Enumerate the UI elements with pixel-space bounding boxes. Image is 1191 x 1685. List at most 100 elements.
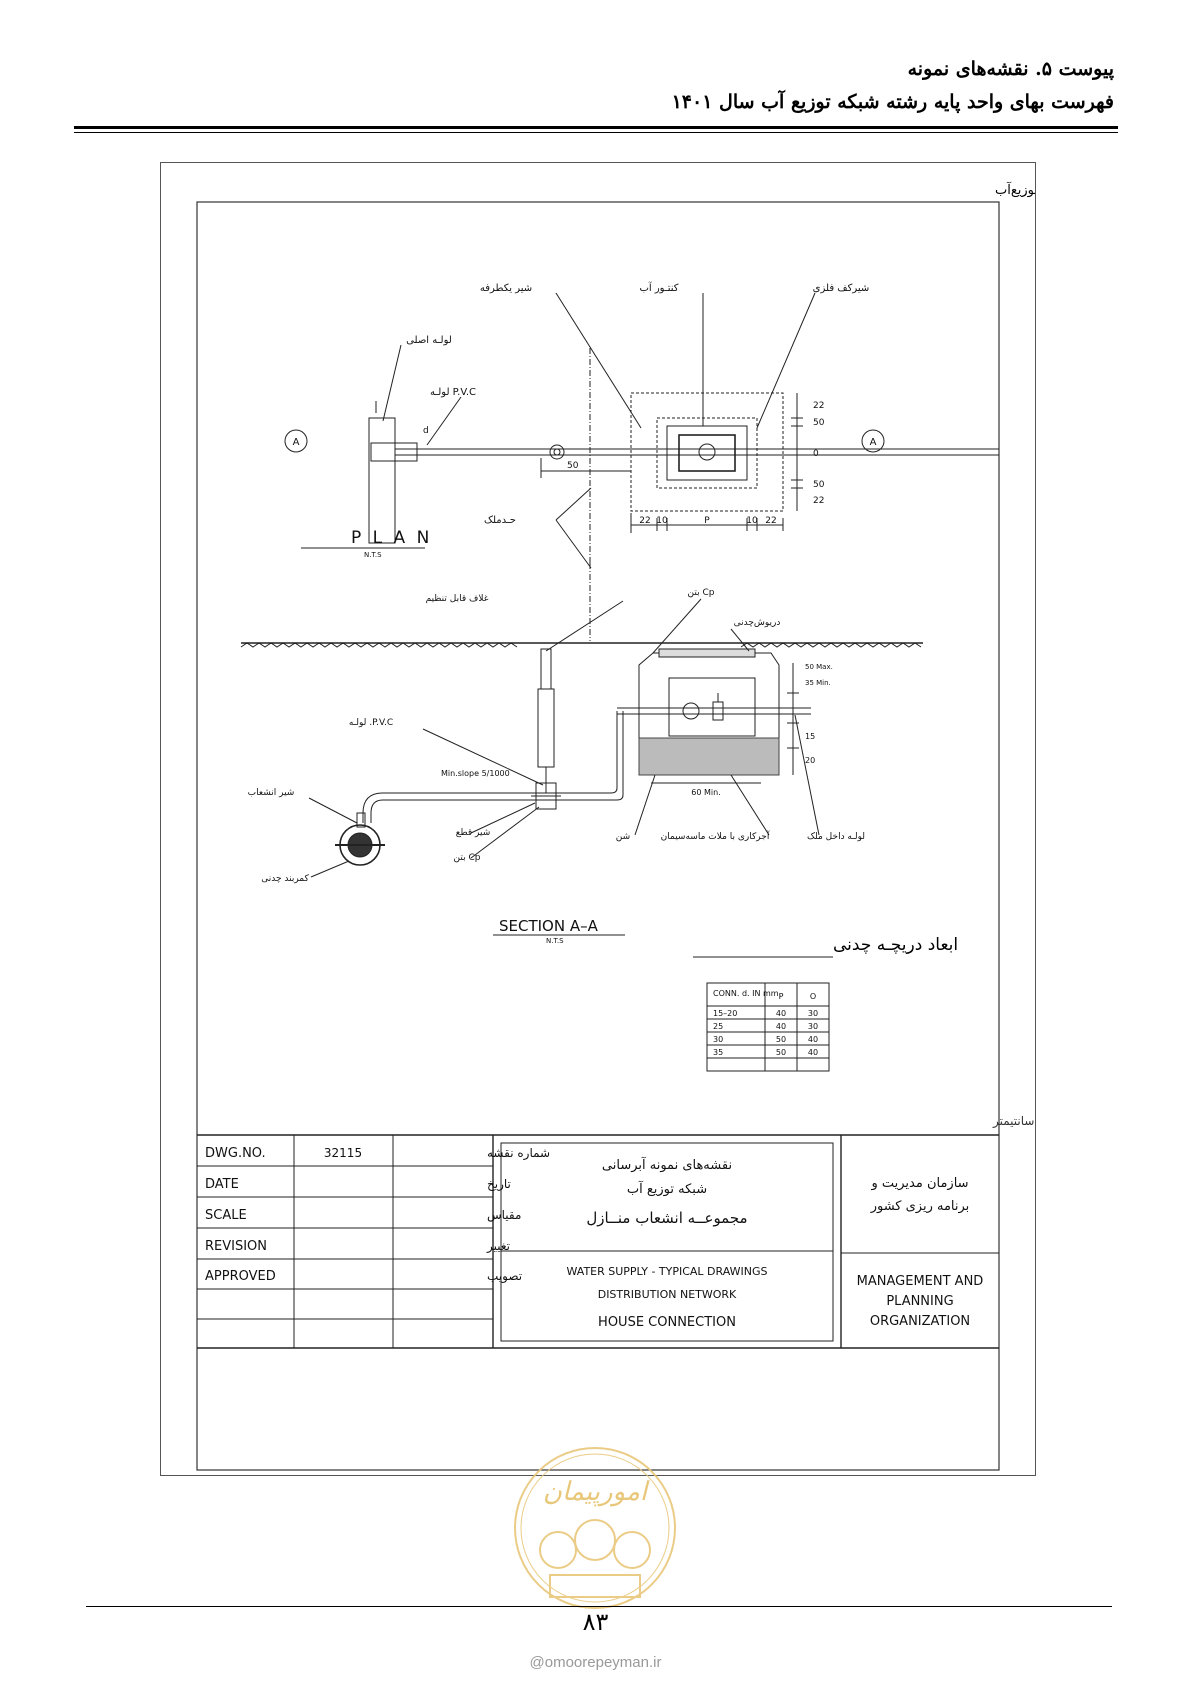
label-inside-pipe: لولـه داخل ملک (807, 832, 865, 842)
tb-en-title-1: WATER SUPPLY - TYPICAL DRAWINGS (567, 1265, 768, 1278)
tb-row-1-fa: شماره نقشه (487, 1146, 550, 1161)
chamber-cover (666, 425, 748, 481)
label-cutoff-valve: شیر قطع (456, 828, 491, 838)
tb-org-en-3: ORGANIZATION (870, 1314, 970, 1329)
dim-v-5: 22 (813, 496, 824, 506)
dim-35-min: 35 Min. (805, 679, 831, 687)
table-row-4-conn: 35 (713, 1048, 723, 1057)
dim-d-plan: d (423, 426, 429, 436)
dim-h-1: 22 (639, 516, 650, 526)
valve-plan (549, 444, 565, 460)
tb-org-fa-1: سازمان مدیریت و (870, 1176, 968, 1191)
plan-title: P L A N (351, 528, 432, 548)
table-header-p: P (779, 992, 784, 1001)
tb-row-3-en: SCALE (205, 1208, 247, 1223)
header-line-1: پیوست ۵. نقشه‌های نمونه (907, 58, 1114, 80)
dim-v-4: 50 (813, 480, 825, 490)
tb-org-fa-2: برنامه ریزی کشور (870, 1199, 970, 1214)
leader-pvc (426, 396, 462, 446)
tb-row-2-en: DATE (205, 1177, 239, 1192)
ground-hatch-right (740, 642, 922, 648)
table-row-3-p: 50 (776, 1035, 786, 1044)
label-min-slope: Min.slope 5/1000 (441, 769, 510, 778)
dim-50-max: 50 Max. (805, 663, 833, 671)
gravel-bed (638, 737, 780, 776)
table-row-4-p: 50 (776, 1048, 786, 1057)
dim-h-2: 10 (656, 516, 668, 526)
table-row-2-o: 30 (808, 1022, 818, 1031)
tb-row-3-fa: مقیاس (487, 1208, 521, 1223)
title-block-text: DWG.NO. 32115 شماره نقشه DATE تاریخ SCAL… (205, 1146, 983, 1330)
tb-row-4-en: REVISION (205, 1239, 267, 1254)
label-gravel: شن (616, 832, 630, 842)
dimensions-note: کلیه اندازه های نقشه ها به سانتیمتر (992, 1114, 1035, 1129)
chamber-mid (656, 417, 758, 489)
plan-view (284, 292, 999, 569)
table-row-4-o: 40 (808, 1048, 818, 1057)
label-tap-valve: شیر انشعاب (248, 788, 295, 798)
tb-fa-title-2: شبکه توزیع آب (627, 1180, 707, 1197)
header-line-2: فهرست بهای واحد پایه رشته شبکه توزیع آب … (671, 91, 1114, 113)
main-pipe (368, 417, 396, 544)
page-number: ۸۳ (582, 1608, 609, 1636)
label-brickwork: آجرکاری با ملات ماسه‌سیمان (661, 830, 770, 842)
leader-one-way (555, 292, 642, 429)
tb-row-5-fa: تصویب (487, 1269, 522, 1284)
drawing-canvas: فهرست بهای واحد پایه رشته‌شبکه توزیع‌آب (196, 181, 1191, 1471)
footer-url[interactable]: @omoorepeyman.ir (529, 1654, 662, 1671)
plan-text: شیر یکطرفه کنتـور آب شیرکف فلزی لولـه اص… (293, 281, 877, 559)
tb-fa-title-1: نقشه‌های نمونه آبرسانی (602, 1156, 732, 1173)
label-concrete-cp-2: بتن Cp (454, 853, 481, 863)
label-one-way-valve: شیر یکطرفه (480, 283, 532, 294)
label-property-line: حـدملک (484, 515, 516, 526)
table-header-o: O (810, 992, 816, 1001)
marker-a-right: A (870, 437, 877, 448)
dim-20: 20 (805, 756, 815, 765)
table-row-3-o: 40 (808, 1035, 818, 1044)
chamber-outer (630, 392, 784, 512)
plan-scale: N.T.S (364, 551, 382, 559)
label-metal-floor-valve: شیرکف فلزی (813, 283, 870, 294)
table-header-conn: CONN. d. IN mm. (713, 989, 781, 998)
dim-50-plan: 50 (567, 461, 579, 471)
meter-plan (698, 443, 716, 461)
tb-org-en-1: MANAGEMENT AND (857, 1274, 984, 1289)
dim-v-1: 22 (813, 401, 824, 411)
table-row-3-conn: 30 (713, 1035, 723, 1044)
sheet-title: فهرست بهای واحد پایه رشته‌شبکه توزیع‌آب (995, 181, 1035, 198)
dim-h-5: 22 (765, 516, 776, 526)
cover-table-title: ابعاد دریچـه چدنی (833, 935, 958, 955)
label-water-meter: کنتـور آب (639, 281, 678, 294)
saddle-plan (370, 442, 418, 462)
label-main-pipe: لولـه اصلی (406, 335, 452, 346)
meter-section (682, 702, 700, 720)
title-block (197, 1134, 999, 1349)
label-adjustable-sleeve: غلاف قابل تنظیم (426, 594, 489, 604)
dim-h-4: 10 (746, 516, 758, 526)
dim-15: 15 (805, 732, 815, 741)
header-rule-thick (74, 126, 1118, 129)
label-pvc-pipe-section: لولـه .P.V.C (349, 718, 393, 728)
leader-property (555, 487, 592, 521)
label-cast-iron-cover: دریوش‌چدنی (734, 618, 781, 628)
tb-row-2-fa: تاریخ (487, 1177, 511, 1192)
tb-row-4-fa: تغییر (486, 1239, 510, 1254)
tb-row-5-en: APPROVED (205, 1269, 276, 1284)
tb-fa-title-3: مجموعــه انشعاب منــازل (586, 1209, 747, 1227)
label-60-min: 60 Min. (691, 788, 720, 797)
inner-frame (196, 201, 1000, 1471)
tb-row-1-value: 32115 (324, 1146, 362, 1160)
leader-floor-valve (756, 292, 816, 429)
drawing-sheet: فهرست بهای واحد پایه رشته‌شبکه توزیع‌آب (160, 162, 1191, 1476)
label-concrete-cp: بتن Cp (688, 588, 715, 598)
tb-org-en-2: PLANNING (886, 1294, 953, 1309)
section-text: غلاف قابل تنظیم بتن Cp دریوش‌چدنی لولـه … (248, 588, 865, 945)
tb-row-1-en: DWG.NO. (205, 1146, 266, 1161)
tb-en-title-2: DISTRIBUTION NETWORK (598, 1288, 737, 1301)
pipe-route-a (553, 711, 618, 794)
watermark-text: امورپیمان (543, 1477, 650, 1507)
table-row-2-conn: 25 (713, 1022, 723, 1031)
label-cast-iron-saddle: کمربند چدنی (261, 874, 309, 884)
marker-a-left: A (293, 437, 300, 448)
dim-h-3: P (704, 516, 710, 526)
